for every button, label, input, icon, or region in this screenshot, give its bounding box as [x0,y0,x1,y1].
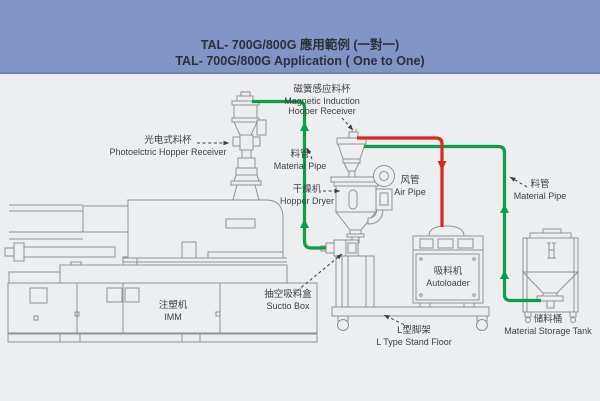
magnetic-induction-hopper-receiver [336,129,367,178]
material-pipe-imm-loop [252,99,326,250]
header-banner: TAL- 700G/800G 應用範例 (一對一) TAL- 700G/800G… [0,0,600,74]
dryer-blower [367,165,395,225]
suction-box-unit [320,239,359,257]
header-title-zh: TAL- 700G/800G 應用範例 (一對一) [200,38,400,52]
header-title-en: TAL- 700G/800G Application ( One to One) [175,54,425,68]
autoloader-machine [412,225,484,308]
label-leaders [197,117,528,328]
air-pipe-line [357,136,447,227]
imm-machine [4,199,318,343]
material-storage-tank-unit [521,228,580,323]
diagram-line-art [4,91,580,343]
photoelectric-hopper-receiver [230,91,267,201]
material-pipe-dryer-loop [364,144,541,303]
l-type-stand [331,255,490,331]
hopper-dryer-machine [330,176,382,244]
diagram-canvas [0,74,600,401]
